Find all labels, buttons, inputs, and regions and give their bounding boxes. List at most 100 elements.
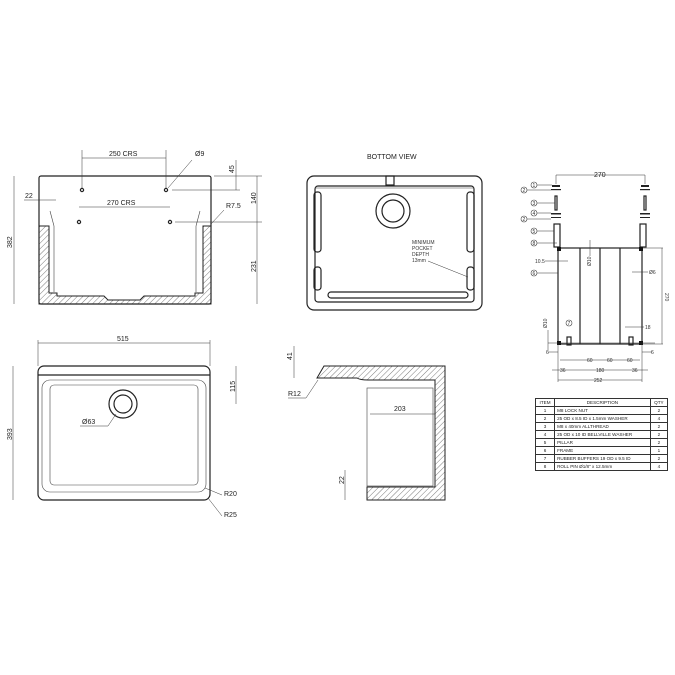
dim-250-crs: 250 CRS [109, 151, 138, 158]
svg-text:8: 8 [533, 241, 536, 247]
dim-spacing-3: 60 [627, 358, 633, 364]
pocket-note-line-4: 13mm [412, 258, 426, 264]
item-description: RUBBER BUFFERS 19 OD x 9.5 ID [554, 454, 651, 463]
dim-270-crs: 270 CRS [107, 200, 136, 207]
waste-ring-icon [375, 193, 411, 229]
item-qty: 1 [649, 446, 669, 455]
callout-bubbles: 1 2 3 4 2 5 8 6 7 [520, 181, 573, 327]
pocket-note-line-2: POCKET [412, 246, 433, 252]
dim-18: 18 [645, 325, 651, 331]
item-qty: 2 [649, 406, 669, 415]
dim-r20: R20 [224, 491, 237, 498]
pocket-note-line-3: DEPTH [412, 252, 429, 258]
header-description: DESCRIPTION [554, 398, 651, 407]
dim-22-base: 22 [339, 476, 346, 484]
dim-r7-5: R7.5 [226, 203, 241, 210]
dim-393: 393 [7, 428, 14, 440]
item-number: 7 [534, 454, 556, 463]
item-number: 8 [534, 462, 556, 471]
dim-45: 45 [229, 165, 236, 173]
dim-6-left: 6 [546, 350, 549, 356]
item-description: FRAME [554, 446, 651, 455]
waste-hole-icon [113, 394, 133, 414]
front-wall-section [38, 225, 212, 305]
svg-text:7: 7 [568, 321, 571, 327]
svg-text:6: 6 [533, 271, 536, 277]
pocket-note-line-1: MINIMUM [412, 240, 435, 246]
svg-text:2: 2 [523, 188, 526, 194]
dim-515: 515 [117, 336, 129, 343]
dim-6-right: 6 [651, 350, 654, 356]
svg-text:3: 3 [533, 201, 536, 207]
side-section-view: 203 41 R12 22 [287, 346, 446, 501]
item-qty: 4 [649, 462, 669, 471]
dim-waste-dia: Ø63 [82, 419, 95, 426]
dim-252: 252 [594, 378, 603, 384]
header-item: ITEM [534, 398, 556, 407]
hole-icon [76, 219, 82, 225]
item-qty: 2 [649, 422, 669, 431]
item-description: M8 LOCK NUT [554, 406, 651, 415]
dim-180: 180 [596, 368, 605, 374]
svg-text:1: 1 [533, 183, 536, 189]
dim-203: 203 [394, 406, 406, 413]
item-number: 2 [534, 414, 556, 423]
dim-r25: R25 [224, 512, 237, 519]
hole-icon [167, 219, 173, 225]
dim-hole-dia: Ø9 [195, 151, 204, 158]
side-wall-section [316, 365, 446, 501]
svg-text:5: 5 [533, 229, 536, 235]
bottom-view: BOTTOM VIEW MINIMUM POCKET DEPTH 13mm [306, 154, 483, 311]
parts-table-header: ITEM DESCRIPTION QTY [534, 398, 669, 407]
item-qty: 2 [649, 454, 669, 463]
dim-spacing-1: 60 [587, 358, 593, 364]
dim-36-right: 36 [632, 368, 638, 374]
item-qty: 2 [649, 438, 669, 447]
item-description: PILLAR [554, 438, 651, 447]
item-description: 25 OD x 10 ID BELLVILLE WASHER [554, 430, 651, 439]
dim-r12: R12 [288, 391, 301, 398]
svg-text:4: 4 [533, 211, 536, 217]
plan-outline [37, 365, 211, 501]
header-qty: QTY [649, 398, 669, 407]
dim-115: 115 [230, 381, 237, 392]
item-number: 1 [534, 406, 556, 415]
dim-22: 22 [25, 193, 33, 200]
front-outline [38, 175, 212, 305]
item-description: ROLL PIN Ø1/8" x 12.5mm [554, 462, 651, 471]
item-number: 6 [534, 446, 556, 455]
item-qty: 4 [649, 414, 669, 423]
svg-text:2: 2 [523, 217, 526, 223]
bottom-outline [306, 175, 483, 311]
front-section-view: 250 CRS 270 CRS Ø9 382 22 45 140 231 R7.… [7, 150, 262, 305]
dim-spacing-2: 60 [607, 358, 613, 364]
hole-icon [163, 187, 169, 193]
item-qty: 2 [649, 430, 669, 439]
dim-36-left: 36 [560, 368, 566, 374]
dim-231: 231 [251, 260, 258, 272]
item-number: 3 [534, 422, 556, 431]
dim-270-height: 270 [663, 293, 669, 302]
dim-382: 382 [7, 236, 14, 248]
plan-view: 515 393 115 Ø63 R20 R25 [7, 336, 237, 519]
dim-rod-dia: Ø10 [587, 256, 593, 266]
bottom-view-title: BOTTOM VIEW [367, 154, 417, 161]
item-number: 5 [534, 438, 556, 447]
dim-41: 41 [287, 352, 294, 360]
dim-270-top: 270 [594, 172, 606, 179]
bracket-assembly: 270 1 2 3 4 2 5 8 6 7 [520, 172, 669, 384]
item-description: 25 OD x 8.5 ID x 1.5mm WASHER [554, 414, 651, 423]
dim-pin-dia: Ø10 [543, 318, 549, 328]
dim-140: 140 [251, 192, 258, 204]
dim-rod-small: Ø6 [649, 270, 656, 276]
item-number: 4 [534, 430, 556, 439]
